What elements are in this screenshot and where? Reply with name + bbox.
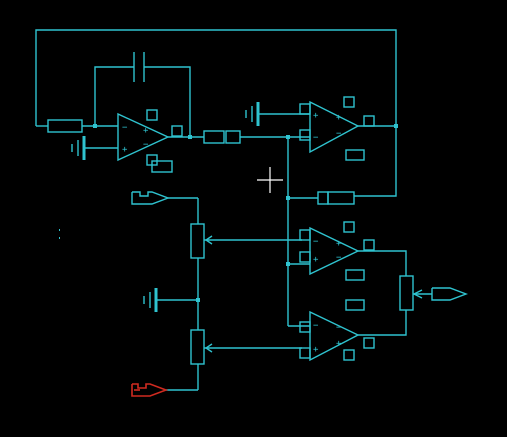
pin-minus-label: − bbox=[122, 123, 128, 133]
stray-marker bbox=[59, 229, 60, 239]
output-port-right[interactable] bbox=[431, 287, 468, 301]
pin-plus-label: + bbox=[336, 339, 342, 349]
junction-dot bbox=[286, 135, 290, 139]
opamp-2[interactable]: + − + − bbox=[299, 96, 375, 161]
pin-minus-label: − bbox=[336, 323, 342, 333]
pin-minus-label: − bbox=[143, 140, 149, 150]
junction-dot bbox=[394, 124, 398, 128]
input-port-bottom[interactable] bbox=[131, 383, 169, 397]
pin-minus-label: − bbox=[313, 237, 319, 247]
potentiometer-1[interactable] bbox=[190, 223, 302, 259]
resistor-r2[interactable] bbox=[203, 130, 241, 144]
pin-minus-label: − bbox=[336, 253, 342, 263]
pin-plus-label: + bbox=[336, 239, 342, 249]
ground-1[interactable] bbox=[71, 136, 118, 160]
pin-plus-label: + bbox=[336, 113, 342, 123]
junction-dot bbox=[286, 196, 290, 200]
wire-output-bridge[interactable] bbox=[358, 250, 407, 336]
input-port-top[interactable] bbox=[131, 191, 170, 205]
opamp-3[interactable]: + − − + bbox=[299, 221, 375, 281]
junction-dot bbox=[93, 124, 97, 128]
potentiometer-2[interactable] bbox=[190, 329, 302, 365]
pin-minus-label: − bbox=[313, 133, 319, 143]
resistor-r4[interactable] bbox=[399, 275, 432, 311]
junction-dot bbox=[286, 262, 290, 266]
pin-minus-label: − bbox=[336, 129, 342, 139]
pin-minus-label: − bbox=[313, 321, 319, 331]
ground-3[interactable] bbox=[143, 288, 198, 312]
pin-plus-label: + bbox=[313, 111, 319, 121]
opamp-1[interactable]: + − − + bbox=[117, 109, 183, 173]
capacitor-c1[interactable] bbox=[94, 52, 191, 136]
opamp-4[interactable]: − + − + bbox=[299, 299, 375, 362]
pin-plus-label: + bbox=[313, 345, 319, 355]
pin-plus-label: + bbox=[143, 126, 149, 136]
pin-plus-label: + bbox=[122, 145, 128, 155]
resistor-r1[interactable] bbox=[47, 119, 83, 133]
resistor-r3[interactable] bbox=[317, 191, 355, 205]
pin-plus-label: + bbox=[313, 255, 319, 265]
wire-top-feedback[interactable] bbox=[35, 29, 397, 197]
crosshair-cursor bbox=[257, 167, 283, 193]
